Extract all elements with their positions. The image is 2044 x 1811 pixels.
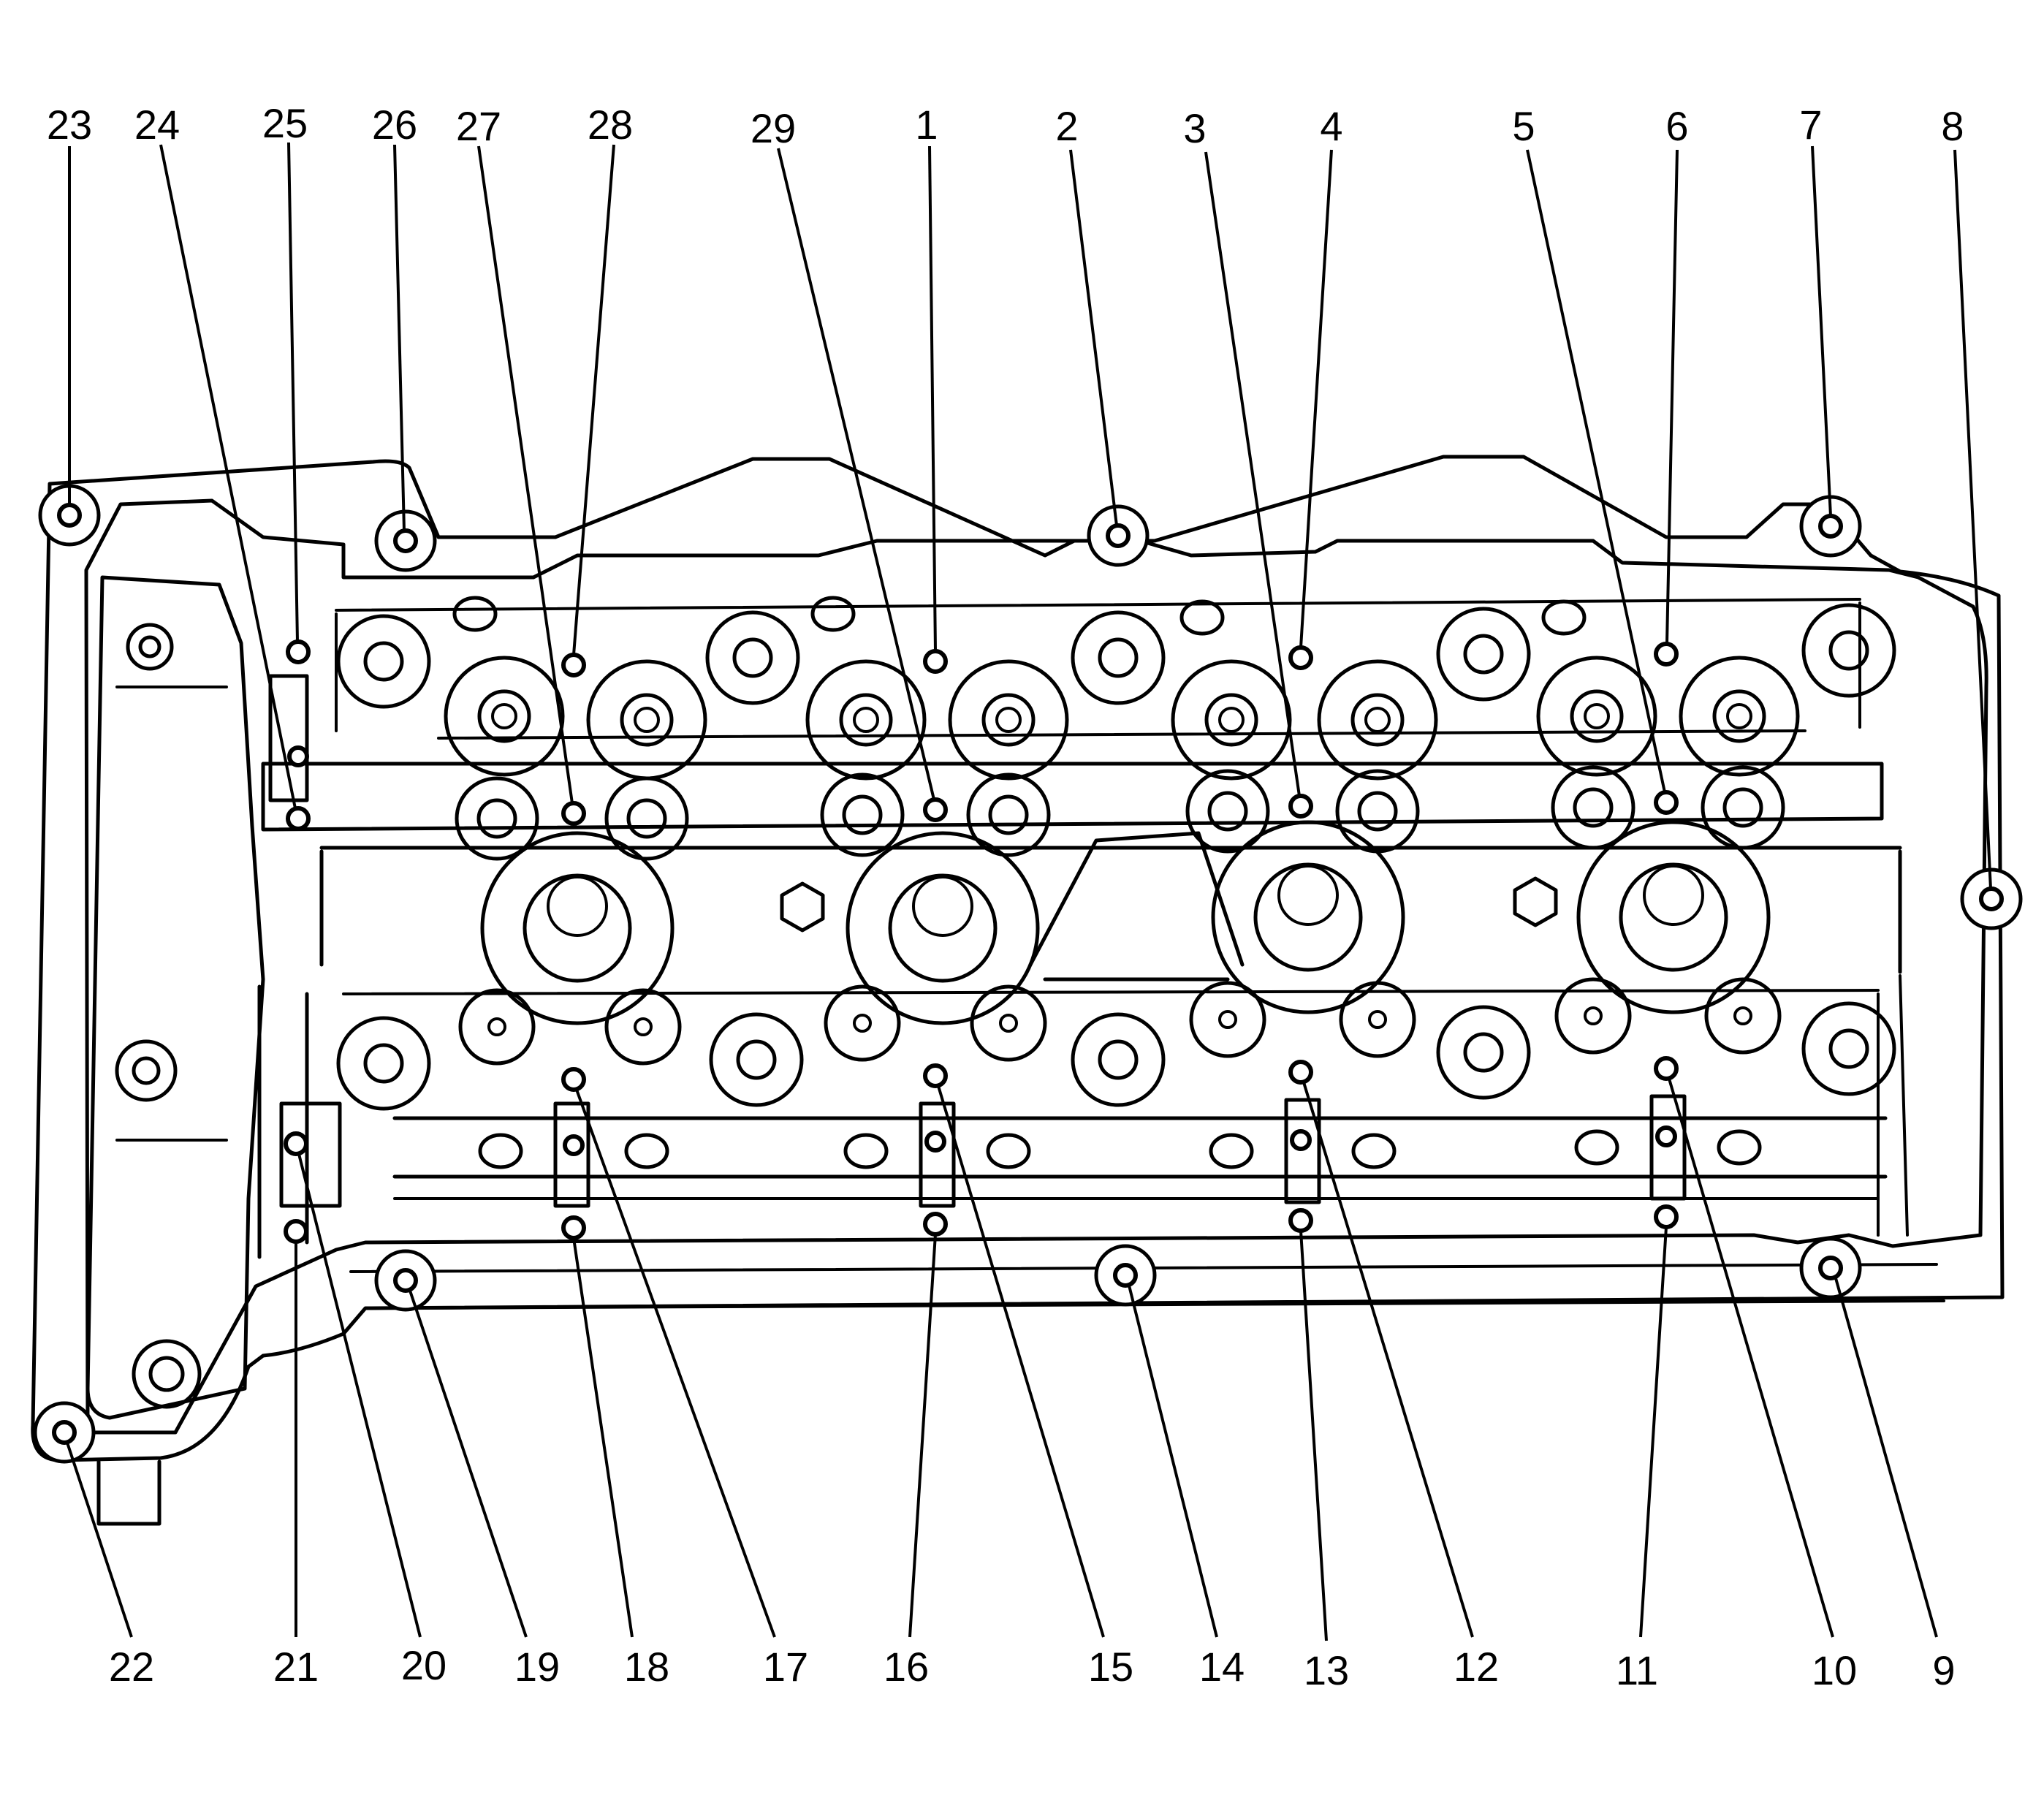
bolt-19 [393,1268,418,1293]
bolt-10 [1654,1056,1679,1081]
bolt-27 [561,801,586,826]
callout-5: 5 [1512,103,1535,149]
callout-21: 21 [273,1644,319,1690]
callout-8: 8 [1941,103,1964,149]
bolt-23 [57,503,82,528]
callout-12: 12 [1454,1644,1499,1690]
callout-29: 29 [751,105,796,151]
camshaft-journals [444,656,1800,781]
bolt-14 [1113,1263,1138,1288]
callout-1: 1 [915,102,938,148]
bolt-20 [284,1131,308,1156]
leader-20 [297,1153,422,1638]
bolt-4 [1288,645,1313,670]
leader-18 [572,1237,634,1638]
callout-11: 11 [1616,1647,1658,1693]
lower-bosses [115,623,1896,1409]
callout-labels: 1 2 3 4 5 6 7 8 9 10 11 12 13 14 15 16 1… [47,100,1964,1693]
leader-5 [1526,149,1666,793]
bolt-12 [1288,1060,1313,1085]
callout-7: 7 [1799,102,1822,148]
bolt-11 [1654,1204,1679,1229]
leader-9 [1834,1277,1938,1638]
bolt-17 [561,1067,586,1092]
callout-9: 9 [1932,1647,1955,1693]
bolt-28 [561,653,586,677]
callout-26: 26 [372,102,417,148]
callout-14: 14 [1199,1644,1245,1690]
bolt-21 [284,1219,308,1244]
leader-14 [1128,1285,1218,1638]
callout-3: 3 [1183,105,1206,151]
bolt-8 [1979,886,2004,911]
leader-lines [66,142,1992,1641]
leader-3 [1204,151,1301,797]
callout-28: 28 [588,102,633,148]
callout-17: 17 [763,1644,808,1690]
leader-16 [908,1234,937,1638]
bolt-13 [1288,1208,1313,1233]
leader-11 [1639,1226,1668,1638]
leader-29 [777,148,935,800]
bolt-5 [1654,790,1679,815]
leader-28 [572,144,615,656]
bolt-25 [286,639,311,664]
cylinder-head-outline [31,455,2023,1526]
callout-25: 25 [262,100,308,146]
leader-7 [1811,145,1832,517]
callout-15: 15 [1088,1644,1133,1690]
bolt-holes [52,503,2004,1445]
callout-18: 18 [624,1644,669,1690]
callout-20: 20 [401,1642,447,1688]
callout-27: 27 [456,103,501,149]
valve-ovals [452,596,1762,1169]
bolt-26 [393,528,418,553]
leader-8 [1953,149,1992,889]
leader-22 [66,1442,133,1638]
bolt-29 [923,797,948,822]
callout-22: 22 [109,1644,154,1690]
bolt-22 [52,1420,77,1445]
callout-6: 6 [1665,103,1688,149]
callout-10: 10 [1812,1647,1857,1693]
leader-24 [159,144,297,809]
callout-23: 23 [47,102,92,148]
bolt-3 [1288,794,1313,819]
bolt-18 [561,1215,586,1240]
leader-10 [1668,1078,1834,1638]
leader-6 [1665,149,1679,645]
leader-4 [1299,149,1333,648]
bolt-7 [1818,514,1843,539]
leader-25 [287,142,299,642]
bolt-9 [1818,1256,1843,1280]
bolt-1 [923,649,948,674]
leader-2 [1069,149,1118,526]
bolt-brackets [268,674,1687,1208]
leader-1 [928,145,937,652]
leader-19 [409,1290,528,1638]
bolt-6 [1654,642,1679,667]
bolt-24 [286,806,311,831]
leader-12 [1302,1082,1474,1638]
callout-2: 2 [1055,103,1078,149]
upper-bosses [336,603,1896,709]
rail-bosses [455,765,1785,861]
leader-17 [575,1089,776,1638]
callout-4: 4 [1320,103,1342,149]
bolt-15 [923,1063,948,1088]
leader-26 [393,144,406,531]
bolt-16 [923,1212,948,1237]
spark-plug-wells [480,820,1771,1025]
callout-16: 16 [884,1644,929,1690]
leader-27 [477,145,574,804]
leader-13 [1299,1230,1328,1641]
callout-19: 19 [514,1644,560,1690]
bolt-2 [1106,523,1131,548]
leader-15 [937,1085,1105,1638]
callout-24: 24 [134,102,180,148]
callout-13: 13 [1304,1647,1349,1693]
